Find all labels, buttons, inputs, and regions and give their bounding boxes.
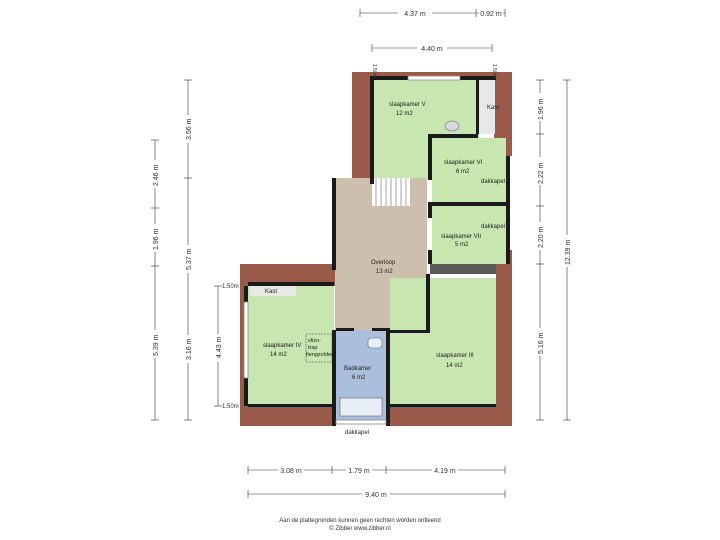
area-slaapkamer-iv: 14 m2 [270,352,287,358]
label-vlizotrap-2: trap [308,345,317,351]
label-dakkapel-vi: dakkapel [481,179,505,185]
dim-bottom-1: 3.08 m [280,468,302,475]
dim-top-inner: 4.40 m [421,46,443,53]
area-slaapkamer-iii: 14 m2 [446,363,463,369]
vlizotrap-box [305,333,333,363]
area-slaapkamer-v: 12 m2 [396,111,413,117]
dim-right-overall: 12.39 m [565,240,572,265]
label-overloop: Overloop [371,260,396,266]
dim-right-3: 2.20 m [538,226,545,248]
room-kast-top [479,80,495,134]
dim-top-right: 0.92 m [480,11,502,18]
room-kast-left [250,286,296,296]
label-dakkapel-vii: dakkapel [481,224,505,230]
area-badkamer: 6 m2 [352,375,366,381]
label-slaapkamer-vi: slaapkamer VI [444,160,483,166]
dim-left-mid-3: 5.39 m [153,334,160,356]
dim-left-inner-1: 4.43 m [216,336,223,358]
dim-left-inner-2: 3.16 m [186,338,193,360]
rooms [248,80,506,420]
area-slaapkamer-vii: 5 m2 [455,242,469,248]
dim-small-right: 1.50m [491,64,497,78]
room-slaapkamer-vii [432,206,506,264]
label-dakkapel-bottom: dakkapel [345,430,369,436]
footer-disclaimer: Aan de plattegronden kunnen geen rechten… [279,518,441,524]
label-kast-left: Kast [265,289,277,295]
dim-left-outer-bottom: 5.37 m [186,248,193,270]
bathtub [339,397,383,417]
dim-right-2: 2.22 m [538,162,545,184]
label-kast-top: Kast [487,105,499,111]
dim-top-overall: 4.37 m [404,11,426,18]
room-labels: slaapkamer V 12 m2 Kast slaapkamer VI 6 … [263,102,505,436]
dim-bottom-3: 4.19 m [434,468,456,475]
dim-left-mid-1: 2.46 m [153,164,160,186]
label-badkamer: Badkamer [344,366,371,372]
sink-v [444,120,460,132]
stair-treads [375,178,407,206]
area-slaapkamer-vi: 6 m2 [456,169,470,175]
dim-bottom-2: 1.79 m [348,468,370,475]
dim-left-outer-top: 3.56 m [186,118,193,140]
label-slaapkamer-vii: slaapkamer VII [441,234,481,240]
dim-right-1: 1.96 m [538,98,545,120]
dim-right-4: 5.16 m [538,332,545,354]
label-slaapkamer-iv: slaapkamer IV [263,343,301,349]
area-overloop: 13 m2 [376,269,393,275]
dim-small-left: 1.50m [371,64,377,78]
dim-bottom-overall: 9.40 m [365,492,387,499]
walls [244,76,510,426]
dim-left-mid-2: 1.96 m [153,228,160,250]
wash-basin [367,337,383,349]
dim-left-small-top: 1.50m [222,284,239,290]
dim-left-small-bottom: 1.50m [222,404,239,410]
label-slaapkamer-v: slaapkamer V [389,102,426,108]
dimension-labels: 4.37 m 0.92 m 4.40 m 1.50m 1.50m 3.56 m … [150,8,572,499]
label-vlizotrap-1: vlizo- [308,338,321,344]
room-slaapkamer-iv [248,286,334,406]
windows [243,75,461,425]
room-slaapkamer-vi [432,138,506,202]
footer-copyright: © Zibber www.zibber.nl [329,526,391,532]
label-slaapkamer-iii: slaapkamer III [436,353,474,359]
room-slaapkamer-iii [390,278,496,406]
label-vlizotrap-3: fiengzolder [306,352,333,358]
fixtures [305,120,460,417]
